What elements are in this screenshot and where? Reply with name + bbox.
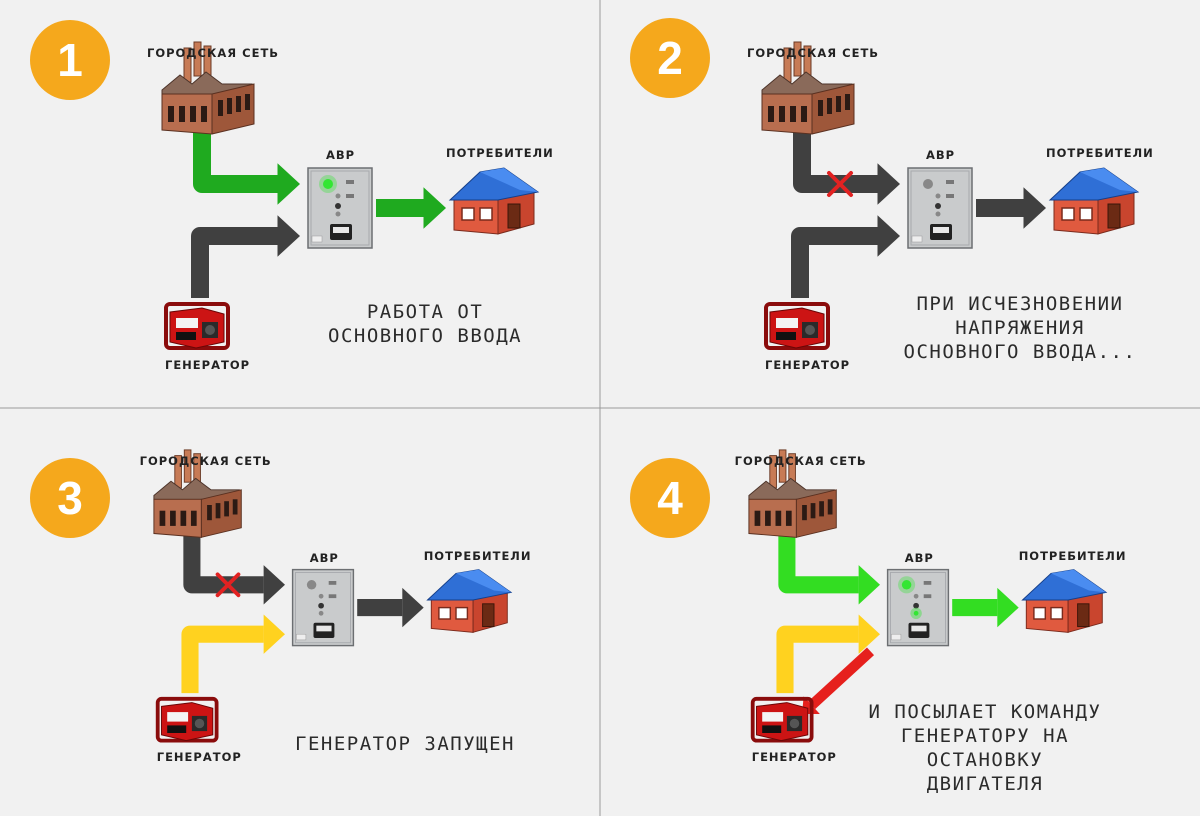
factory-icon — [153, 449, 242, 538]
output-arrow — [952, 587, 1019, 628]
generator-label: ГЕНЕРАТОР — [765, 358, 851, 372]
panel-3 — [153, 449, 513, 743]
factory-icon — [161, 41, 255, 135]
house-icon — [448, 167, 540, 235]
panel-2 — [761, 41, 1140, 350]
avr-label: АВР — [309, 550, 339, 565]
house-icon — [426, 569, 513, 633]
grid-label: ГОРОДСКАЯ СЕТЬ — [747, 46, 880, 60]
step-number-badge: 2 — [630, 18, 710, 98]
avr-label: АВР — [926, 148, 956, 162]
cross-icon — [215, 572, 241, 598]
output-arrow — [976, 187, 1046, 229]
grid-arrow — [778, 531, 880, 605]
step-caption: РАБОТА ОТ ОСНОВНОГО ВВОДА — [328, 301, 523, 347]
generator-icon — [164, 302, 230, 350]
grid-label: ГОРОДСКАЯ СЕТЬ — [734, 453, 867, 468]
grid-arrow — [193, 128, 300, 205]
step-number-badge: 4 — [630, 458, 710, 538]
output-arrow — [376, 187, 446, 229]
generator-arrow — [181, 614, 285, 694]
consumers-label: ПОТРЕБИТЕЛИ — [446, 146, 554, 160]
house-icon — [1048, 167, 1140, 235]
step-number-badge: 3 — [30, 458, 110, 538]
avr-cabinet-icon — [907, 167, 973, 249]
output-arrow — [357, 587, 424, 628]
grid-label: ГОРОДСКАЯ СЕТЬ — [139, 453, 272, 468]
consumers-label: ПОТРЕБИТЕЛИ — [1046, 146, 1154, 160]
avr-label: АВР — [904, 550, 934, 565]
generator-label: ГЕНЕРАТОР — [751, 750, 837, 765]
avr-cabinet-icon — [307, 167, 373, 249]
step-caption: ПРИ ИСЧЕЗНОВЕНИИ НАПРЯЖЕНИЯ ОСНОВНОГО ВВ… — [903, 293, 1137, 363]
generator-arrow — [191, 215, 300, 298]
generator-arrow — [776, 614, 880, 694]
house-icon — [1021, 569, 1108, 633]
avr-cabinet-icon — [886, 568, 950, 647]
step-caption: И ПОСЫЛАЕТ КОМАНДУ ГЕНЕРАТОРУ НА ОСТАНОВ… — [868, 701, 1102, 795]
generator-icon — [764, 302, 830, 350]
grid-arrow — [183, 531, 285, 605]
generator-arrow — [791, 215, 900, 298]
generator-label: ГЕНЕРАТОР — [156, 750, 242, 765]
generator-icon — [750, 696, 814, 743]
cross-icon — [827, 171, 853, 197]
step-number-badge: 1 — [30, 20, 110, 100]
panel-1 — [161, 41, 540, 350]
step-caption: ГЕНЕРАТОР ЗАПУЩЕН — [295, 733, 515, 755]
panel-4 — [748, 449, 1108, 743]
grid-arrow — [793, 128, 900, 205]
factory-icon — [748, 449, 837, 538]
generator-label: ГЕНЕРАТОР — [165, 358, 251, 372]
avr-cabinet-icon — [291, 568, 355, 647]
consumers-label: ПОТРЕБИТЕЛИ — [423, 548, 532, 563]
avr-label: АВР — [326, 148, 356, 162]
grid-label: ГОРОДСКАЯ СЕТЬ — [147, 46, 280, 60]
consumers-label: ПОТРЕБИТЕЛИ — [1018, 548, 1127, 563]
generator-icon — [155, 696, 219, 743]
factory-icon — [761, 41, 855, 135]
